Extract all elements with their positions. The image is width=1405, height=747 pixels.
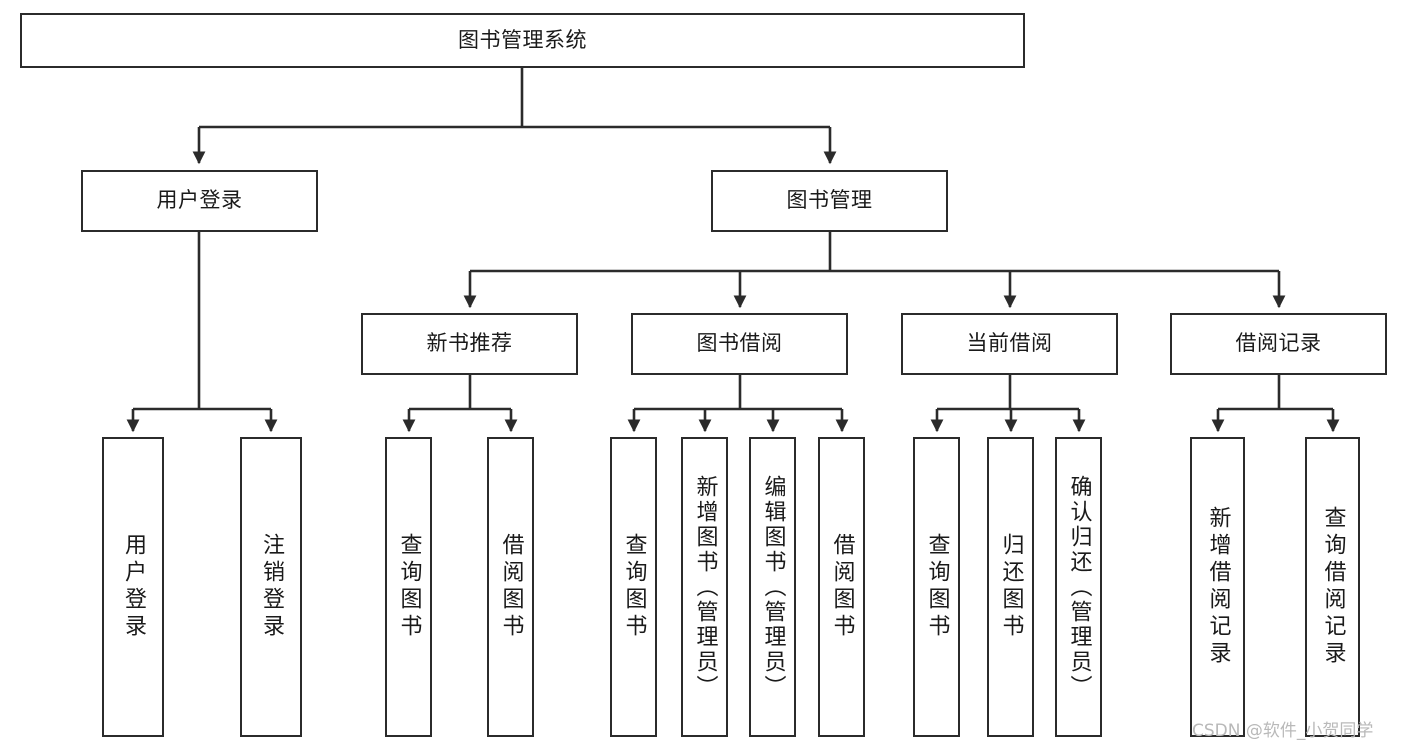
leaf-node-label: 查询借阅记录 bbox=[1320, 506, 1346, 668]
node-root[interactable]: 图书管理系统 bbox=[20, 13, 1025, 68]
leaf-node[interactable]: 确认归还（管理员） bbox=[1055, 437, 1102, 737]
leaf-node-label: 查询图书 bbox=[396, 533, 422, 641]
leaf-node[interactable]: 编辑图书（管理员） bbox=[749, 437, 796, 737]
leaf-node[interactable]: 查询图书 bbox=[385, 437, 432, 737]
leaf-node[interactable]: 查询借阅记录 bbox=[1305, 437, 1360, 737]
leaf-node-label: 注销登录 bbox=[259, 533, 284, 641]
node-new-book-recommend[interactable]: 新书推荐 bbox=[361, 313, 578, 375]
leaf-node[interactable]: 归还图书 bbox=[987, 437, 1034, 737]
leaf-node[interactable]: 新增借阅记录 bbox=[1190, 437, 1245, 737]
node-book-management[interactable]: 图书管理 bbox=[711, 170, 948, 232]
leaf-node[interactable]: 借阅图书 bbox=[487, 437, 534, 737]
leaf-node-label: 用户登录 bbox=[121, 533, 146, 641]
node-book-borrow-label: 图书借阅 bbox=[696, 331, 783, 356]
leaf-node[interactable]: 查询图书 bbox=[610, 437, 657, 737]
node-root-label: 图书管理系统 bbox=[458, 27, 587, 52]
leaf-node-label: 查询图书 bbox=[621, 533, 647, 641]
node-borrow-records-label: 借阅记录 bbox=[1235, 331, 1322, 356]
leaf-node-label: 新增图书（管理员） bbox=[692, 474, 718, 700]
leaf-node-label: 确认归还（管理员） bbox=[1066, 474, 1092, 700]
leaf-node[interactable]: 用户登录 bbox=[102, 437, 164, 737]
leaf-node[interactable]: 借阅图书 bbox=[818, 437, 865, 737]
node-current-borrow-label: 当前借阅 bbox=[966, 331, 1053, 356]
leaf-node-label: 查询图书 bbox=[924, 533, 950, 641]
leaf-node-label: 借阅图书 bbox=[498, 533, 524, 641]
leaf-node[interactable]: 查询图书 bbox=[913, 437, 960, 737]
leaf-node-label: 编辑图书（管理员） bbox=[760, 474, 786, 700]
leaf-node-label: 新增借阅记录 bbox=[1205, 506, 1231, 668]
node-book-borrow[interactable]: 图书借阅 bbox=[631, 313, 848, 375]
leaf-node-label: 借阅图书 bbox=[829, 533, 855, 641]
leaf-node[interactable]: 注销登录 bbox=[240, 437, 302, 737]
leaf-node[interactable]: 新增图书（管理员） bbox=[681, 437, 728, 737]
node-book-management-label: 图书管理 bbox=[786, 188, 873, 213]
node-borrow-records[interactable]: 借阅记录 bbox=[1170, 313, 1387, 375]
csdn-watermark: CSDN @软件_小贺同学 bbox=[1192, 721, 1374, 741]
node-user-login[interactable]: 用户登录 bbox=[81, 170, 318, 232]
node-current-borrow[interactable]: 当前借阅 bbox=[901, 313, 1118, 375]
node-new-book-recommend-label: 新书推荐 bbox=[426, 331, 513, 356]
leaf-node-label: 归还图书 bbox=[998, 533, 1024, 641]
node-user-login-label: 用户登录 bbox=[156, 188, 243, 213]
